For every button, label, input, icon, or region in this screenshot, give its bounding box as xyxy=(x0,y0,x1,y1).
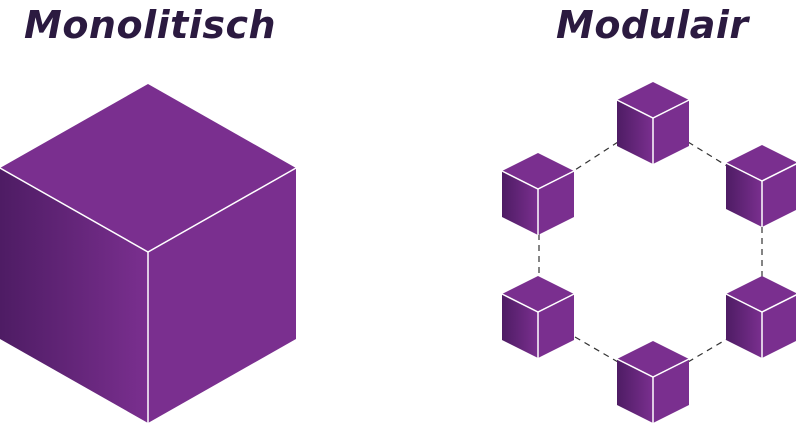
module-cube-left-face xyxy=(617,100,653,164)
module-cube xyxy=(725,276,796,358)
module-cube-left-face xyxy=(502,171,538,235)
module-cube xyxy=(616,341,690,423)
module-cube xyxy=(616,82,690,164)
modular-title: Modulair xyxy=(556,3,749,47)
module-cube-right-face xyxy=(538,171,574,235)
module-cube-left-face xyxy=(726,163,762,227)
module-cube-right-face xyxy=(653,359,689,423)
connector-line xyxy=(574,336,619,363)
module-cube-right-face xyxy=(762,295,796,358)
module-cubes xyxy=(501,82,796,423)
module-cube xyxy=(501,276,575,358)
module-cube-right-face xyxy=(762,164,796,227)
connector-line xyxy=(574,141,619,171)
connector-line xyxy=(687,141,728,167)
module-cube-right-face xyxy=(538,294,574,358)
monolithic-cube xyxy=(0,84,297,423)
monolithic-title: Monolitisch xyxy=(24,3,277,47)
module-cube-left-face xyxy=(617,359,653,423)
connector-line xyxy=(687,338,728,363)
module-cube-right-face xyxy=(653,100,689,164)
module-cube xyxy=(501,153,575,235)
module-cube xyxy=(725,145,796,227)
module-cube-left-face xyxy=(502,294,538,358)
module-connectors xyxy=(538,141,763,363)
module-cube-left-face xyxy=(726,294,762,358)
